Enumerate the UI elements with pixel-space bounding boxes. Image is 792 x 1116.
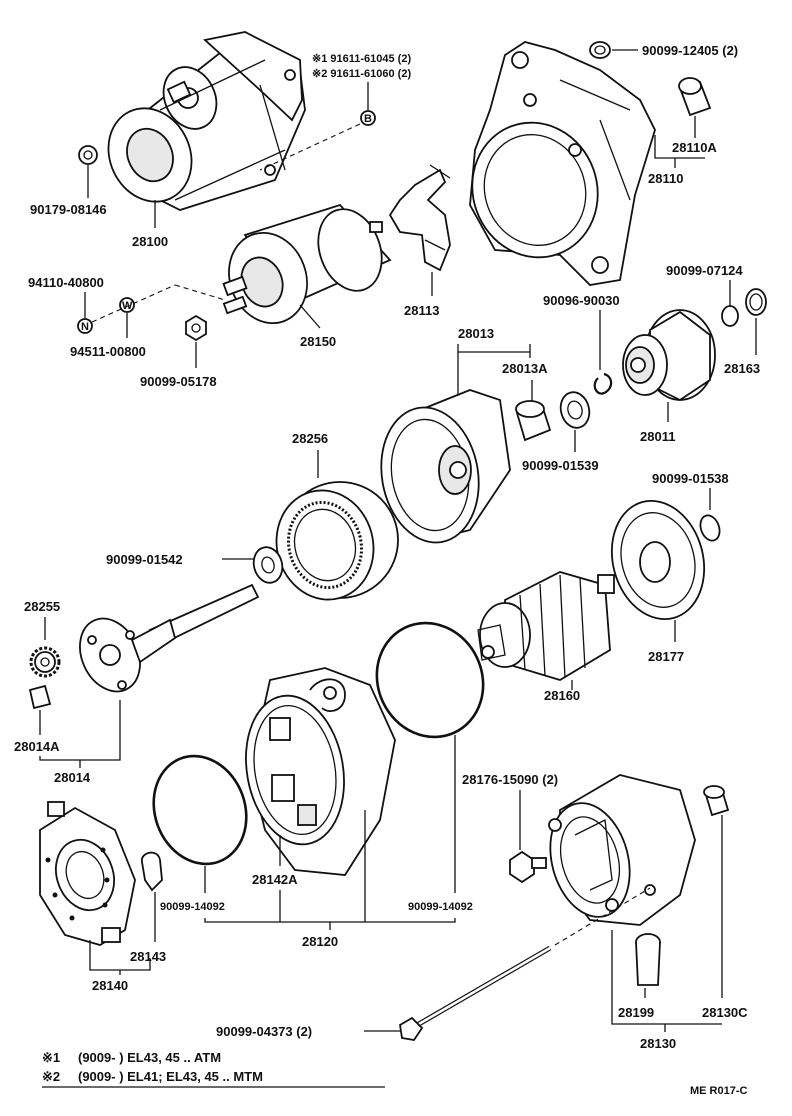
drive-housing-28110 (469, 41, 656, 286)
solenoid-28150 (222, 203, 392, 325)
screw-28176-15090 (509, 850, 547, 884)
note1-text: (9009- ) EL43, 45 .. ATM (78, 1050, 221, 1065)
label-28199: 28199 (618, 1005, 654, 1020)
label-90099-14092-right: 90099-14092 (408, 901, 473, 913)
label-28130: 28130 (640, 1036, 676, 1051)
figure-code: ME R017-C (690, 1085, 748, 1097)
svg-text:B: B (364, 113, 372, 125)
label-28256: 28256 (292, 431, 328, 446)
label-28177: 28177 (648, 649, 684, 664)
armature-28160 (477, 571, 615, 681)
label-90099-04373: 90099-04373 (2) (216, 1024, 312, 1039)
bushing-28110A (678, 77, 712, 117)
yoke-28120 (245, 667, 396, 876)
end-plate-28177 (610, 499, 706, 621)
note1-mark: ※1 (42, 1050, 60, 1065)
callout-w-icon: W (119, 297, 135, 313)
note2-text: (9009- ) EL41; EL43, 45 .. MTM (78, 1069, 263, 1084)
nut-90179-08146 (78, 145, 98, 198)
label-90099-05178: 90099-05178 (140, 374, 217, 389)
label-94511-00800: 94511-00800 (70, 344, 146, 359)
o-ring-90099-14092-left (152, 754, 248, 866)
label-28014A: 28014A (14, 739, 60, 754)
label-94110-40800: 94110-40800 (28, 275, 104, 290)
label-28011: 28011 (640, 429, 675, 444)
end-frame-28130 (548, 774, 696, 926)
label-28255: 28255 (24, 599, 60, 614)
overrunning-clutch-28013 (380, 389, 511, 544)
label-28163: 28163 (724, 361, 760, 376)
label-28014: 28014 (54, 770, 91, 785)
callout-n-icon: N (77, 318, 93, 334)
label-28013A: 28013A (502, 361, 548, 376)
planetary-shaft-28014 (79, 583, 260, 693)
brush-holder-28140 (39, 801, 136, 946)
callout-b-icon: B (360, 110, 376, 126)
bushing-90099-12405 (589, 41, 611, 59)
label-28100: 28100 (132, 234, 168, 249)
cap-28199 (635, 933, 661, 986)
label-28176-15090: 28176-15090 (2) (462, 772, 558, 787)
label-90099-07124: 90099-07124 (666, 263, 743, 278)
label-28013: 28013 (458, 326, 494, 341)
label-90099-14092-left: 90099-14092 (160, 901, 225, 913)
planetary-gear-28255 (29, 646, 61, 678)
label-28130C: 28130C (702, 1005, 748, 1020)
label-28140: 28140 (92, 978, 128, 993)
internal-gear-28256 (275, 481, 399, 601)
label-90096-90030: 90096-90030 (543, 293, 620, 308)
label-90099-12405: 90099-12405 (2) (642, 43, 738, 58)
washer-90099-01539 (559, 391, 591, 429)
note2-mark: ※2 (42, 1069, 60, 1084)
label-28143: 28143 (130, 949, 166, 964)
label-90179-08146: 90179-08146 (30, 202, 107, 217)
label-28160: 28160 (544, 688, 580, 703)
pinion-clutch-28011 (622, 309, 716, 402)
washer-90099-01538 (699, 514, 721, 542)
snap-ring-90096-90030 (593, 372, 613, 395)
label-28113: 28113 (404, 303, 439, 318)
label-28120: 28120 (302, 934, 338, 949)
bushing-28130C (703, 785, 730, 817)
washer-90099-07124 (721, 305, 739, 327)
label-28110: 28110 (648, 171, 683, 186)
svg-text:N: N (81, 321, 89, 333)
label-28142A: 28142A (252, 872, 298, 887)
label-91611-61060: ※2 91611-61060 (2) (312, 68, 411, 80)
bushing-28013A (515, 400, 552, 442)
spring-28143 (141, 851, 163, 892)
label-90099-01539: 90099-01539 (522, 458, 599, 473)
label-91611-61045: ※1 91611-61045 (2) (312, 53, 411, 65)
starter-assembly-28100 (107, 31, 306, 211)
nut-90099-05178 (185, 314, 207, 342)
label-90099-01538: 90099-01538 (652, 471, 729, 486)
o-ring-90099-14092-right (375, 621, 485, 739)
label-28110A: 28110A (672, 140, 717, 155)
label-90099-01542: 90099-01542 (106, 552, 183, 567)
washer-90099-01542 (252, 546, 284, 584)
bushing-28014A (28, 684, 52, 710)
ring-28163 (745, 288, 767, 316)
label-28150: 28150 (300, 334, 336, 349)
through-bolt-90099-04373 (399, 945, 552, 1041)
drive-lever-28113 (388, 164, 451, 272)
